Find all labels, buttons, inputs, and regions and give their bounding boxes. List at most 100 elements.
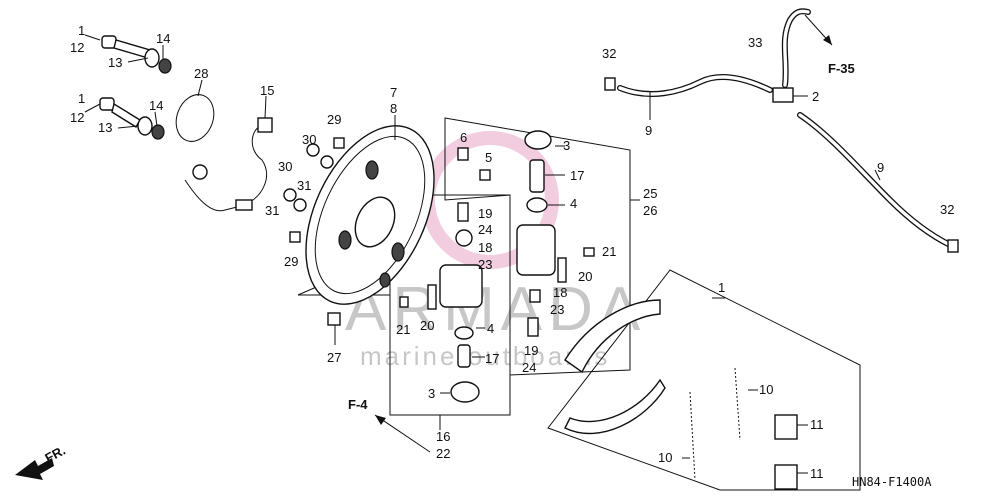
seal-4-upper bbox=[526, 197, 548, 213]
bolt-21a bbox=[399, 296, 409, 308]
callout-17a: 17 bbox=[570, 168, 584, 183]
callout-21b: 21 bbox=[602, 244, 616, 259]
ref-f4: F-4 bbox=[348, 397, 368, 412]
diagram-code: HN84-F1400A bbox=[852, 475, 932, 489]
shoe-assembly bbox=[564, 299, 798, 490]
callout-20a: 20 bbox=[420, 318, 434, 333]
bolt-29-lower bbox=[289, 231, 301, 243]
bolt-set-lower bbox=[99, 97, 165, 140]
bleeder-6 bbox=[457, 147, 469, 161]
pad-11-upper bbox=[774, 414, 798, 440]
watermark-line2: marine outboards bbox=[360, 341, 610, 371]
callout-29a: 29 bbox=[327, 112, 341, 127]
washer-30-b bbox=[283, 188, 297, 202]
callout-14b: 14 bbox=[149, 98, 163, 113]
callout-19b: 19 bbox=[524, 343, 538, 358]
callout-11b: 11 bbox=[810, 466, 824, 481]
callout-17b: 17 bbox=[485, 351, 499, 366]
clamp-32-right bbox=[947, 239, 959, 253]
washer-31-b bbox=[293, 198, 307, 212]
callout-31b: 31 bbox=[265, 203, 279, 218]
plate-hole-2 bbox=[338, 230, 352, 250]
callout-24a: 24 bbox=[478, 222, 492, 237]
seal-4-lower bbox=[454, 326, 474, 340]
callout-31a: 31 bbox=[297, 178, 311, 193]
backing-plate bbox=[305, 125, 435, 326]
front-arrow-icon bbox=[15, 458, 54, 480]
reference-arrows bbox=[15, 14, 833, 480]
box-shoes bbox=[547, 269, 861, 491]
callout-10b: 10 bbox=[658, 450, 672, 465]
callout-3b: 3 bbox=[428, 386, 435, 401]
spring-10-upper bbox=[734, 367, 741, 441]
plate-hole-1 bbox=[365, 160, 379, 180]
callout-12b: 12 bbox=[70, 110, 84, 125]
callout-5: 5 bbox=[485, 150, 492, 165]
brake-hoses bbox=[604, 8, 959, 253]
callout-8: 8 bbox=[390, 101, 397, 116]
callout-16: 16 bbox=[436, 429, 450, 444]
nut-upper bbox=[158, 58, 172, 74]
sensor-cable bbox=[184, 117, 273, 212]
bolt-21b bbox=[583, 247, 595, 257]
callout-3a: 3 bbox=[563, 138, 570, 153]
callout-14a: 14 bbox=[156, 31, 170, 46]
caliper-assembly bbox=[399, 130, 595, 403]
cap-3-upper bbox=[524, 130, 552, 150]
leader-lines bbox=[84, 34, 881, 474]
o-ring bbox=[175, 94, 215, 142]
clip-20b bbox=[557, 257, 567, 283]
washer-lower bbox=[137, 116, 153, 136]
callout-1c: 1 bbox=[718, 280, 725, 295]
callout-4b: 4 bbox=[487, 321, 494, 336]
spring-10-lower bbox=[689, 391, 696, 481]
callout-18b: 18 bbox=[553, 285, 567, 300]
cable-line bbox=[184, 124, 267, 212]
callout-32a: 32 bbox=[602, 46, 616, 61]
callout-12a: 12 bbox=[70, 40, 84, 55]
piston-17-upper bbox=[529, 159, 545, 193]
callout-19a: 19 bbox=[478, 206, 492, 221]
callout-25: 25 bbox=[643, 186, 657, 201]
cap-5 bbox=[479, 169, 491, 181]
callout-29b: 29 bbox=[284, 254, 298, 269]
piston-17-lower bbox=[457, 344, 471, 368]
callout-22: 22 bbox=[436, 446, 450, 461]
callout-30b: 30 bbox=[278, 159, 292, 174]
washer-30-a bbox=[306, 143, 320, 157]
callout-20b: 20 bbox=[578, 269, 592, 284]
arrow-f4-head bbox=[375, 415, 386, 425]
plate-hole-3 bbox=[391, 242, 405, 262]
callout-23b: 23 bbox=[550, 302, 564, 317]
callout-9b: 9 bbox=[877, 160, 884, 175]
washer-18a bbox=[455, 229, 473, 247]
brake-shoe-lower bbox=[564, 378, 666, 435]
callout-13a: 13 bbox=[108, 55, 122, 70]
bolt-27 bbox=[327, 312, 341, 326]
clamp-32-left bbox=[604, 77, 616, 91]
callout-15: 15 bbox=[260, 83, 274, 98]
bleeder-19a bbox=[457, 202, 469, 222]
cable-connector bbox=[192, 164, 208, 180]
bolt-29-upper bbox=[333, 137, 345, 149]
arrow-f35-head bbox=[823, 35, 832, 45]
plate-inner-rim bbox=[314, 135, 426, 295]
small-fasteners bbox=[283, 137, 345, 243]
brake-shoe-upper bbox=[564, 299, 661, 374]
callout-1b: 1 bbox=[78, 91, 85, 106]
callout-24b: 24 bbox=[522, 360, 536, 375]
ref-f35: F-35 bbox=[828, 61, 855, 76]
callout-32b: 32 bbox=[940, 202, 954, 217]
callout-9a: 9 bbox=[645, 123, 652, 138]
callout-13b: 13 bbox=[98, 120, 112, 135]
callout-27: 27 bbox=[327, 350, 341, 365]
callout-2: 2 bbox=[812, 89, 819, 104]
sensor-head bbox=[257, 117, 273, 133]
washer-upper bbox=[144, 48, 160, 68]
cable-clip bbox=[235, 199, 253, 211]
callout-21a: 21 bbox=[396, 322, 410, 337]
callout-23a: 23 bbox=[478, 257, 492, 272]
callout-33: 33 bbox=[748, 35, 762, 50]
